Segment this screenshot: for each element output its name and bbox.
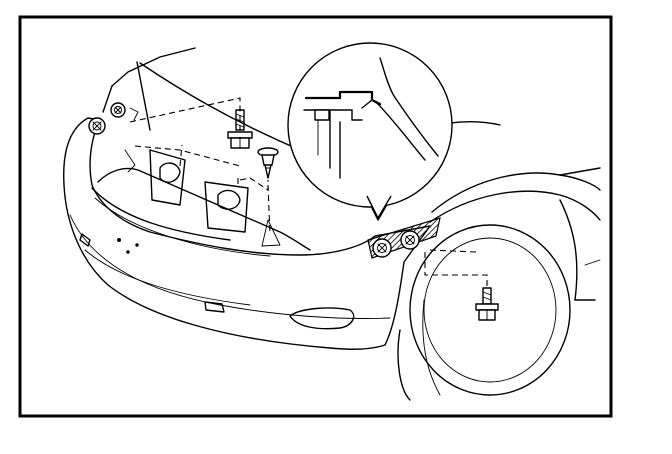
screw-icon [88, 102, 139, 135]
bolt-icon [227, 109, 253, 149]
magnifier-circle [287, 42, 453, 221]
fender-clip-strip [367, 217, 441, 259]
leader-lines [129, 97, 488, 290]
wheel-bolt-icon [475, 287, 499, 321]
bumper-shape [63, 117, 431, 350]
clip-icon [257, 147, 279, 179]
bumper-bracket [124, 149, 281, 247]
wheel-shape [397, 224, 571, 401]
figure-frame [18, 15, 613, 418]
